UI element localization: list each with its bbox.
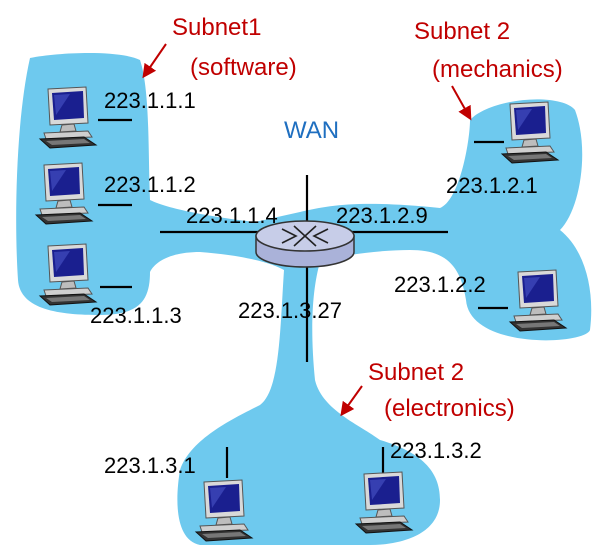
subnet-region-1 <box>16 53 592 545</box>
router-icon <box>255 220 355 268</box>
ip-223-1-2-9: 223.1.2.9 <box>336 203 428 228</box>
annotation-arrows <box>142 43 472 417</box>
wan-label: WAN <box>284 117 340 144</box>
subnet1-name: Subnet1 <box>172 14 262 41</box>
links <box>98 118 508 478</box>
ip-223-1-3-2: 223.1.3.2 <box>390 438 482 463</box>
subnet2-mechanics-desc: (mechanics) <box>432 56 563 83</box>
ip-223-1-1-2: 223.1.1.2 <box>104 172 196 197</box>
subnet2-mechanics-name: Subnet 2 <box>414 18 511 45</box>
ip-223-1-2-2: 223.1.2.2 <box>394 272 486 297</box>
ip-223-1-1-4: 223.1.1.4 <box>186 203 278 228</box>
ip-223-1-3-27: 223.1.3.27 <box>238 298 342 323</box>
subnet1-desc: (software) <box>190 54 297 81</box>
ip-223-1-2-1: 223.1.2.1 <box>446 173 538 198</box>
subnet2-electronics-desc: (electronics) <box>384 395 515 422</box>
ip-223-1-3-1: 223.1.3.1 <box>104 453 196 478</box>
subnet2-electronics-name: Subnet 2 <box>368 359 465 386</box>
ip-223-1-1-1: 223.1.1.1 <box>104 88 196 113</box>
ip-223-1-1-3: 223.1.1.3 <box>90 303 182 328</box>
